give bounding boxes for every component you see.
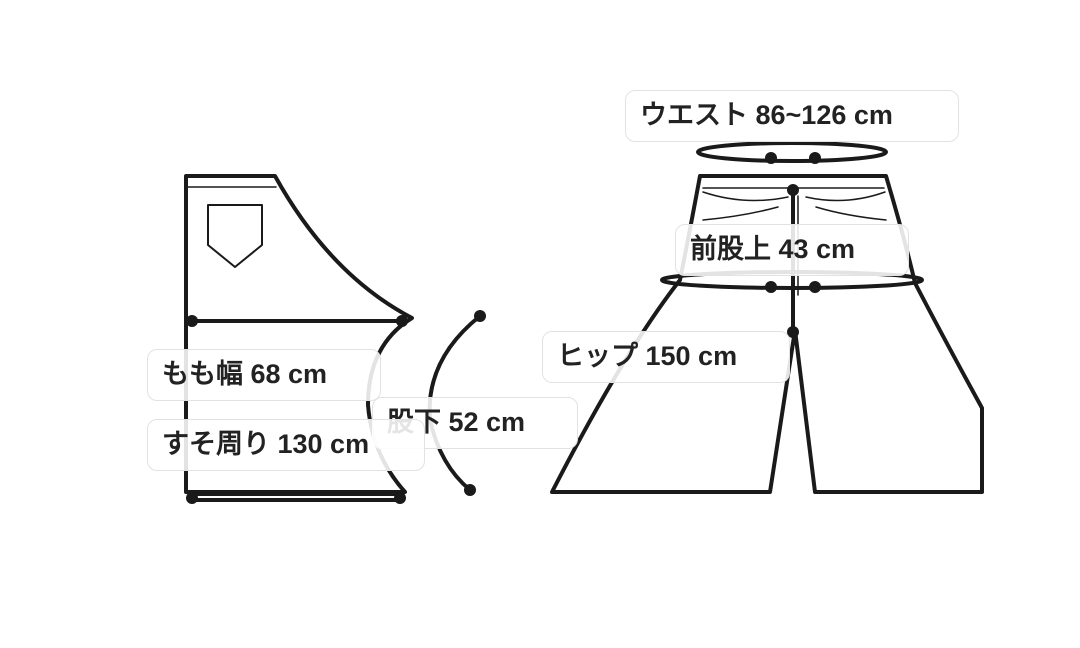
front-pocket-left bbox=[702, 191, 789, 202]
thigh-label: もも幅 68 cm bbox=[147, 349, 381, 401]
front-pocket-right-inner bbox=[815, 206, 887, 221]
inseam-point-top bbox=[474, 310, 486, 322]
back-pocket bbox=[207, 204, 263, 268]
inseam-point-bottom bbox=[464, 484, 476, 496]
front-rise-point-top bbox=[787, 184, 799, 196]
waist-measure-ring bbox=[696, 141, 888, 163]
hem-point-right bbox=[394, 492, 406, 504]
hem-point-left bbox=[186, 492, 198, 504]
waist-point-left bbox=[765, 152, 777, 164]
front-rise-label: 前股上 43 cm bbox=[675, 224, 909, 276]
thigh-point-right bbox=[396, 315, 408, 327]
hip-point-left bbox=[765, 281, 777, 293]
front-rise-point-bottom bbox=[787, 326, 799, 338]
hem-label: すそ周り 130 cm bbox=[147, 419, 425, 471]
thigh-point-left bbox=[186, 315, 198, 327]
waist-label: ウエスト 86~126 cm bbox=[625, 90, 959, 142]
front-pocket-right bbox=[805, 191, 886, 202]
front-pocket-left-inner bbox=[702, 206, 779, 221]
hip-point-right bbox=[809, 281, 821, 293]
hip-label: ヒップ 150 cm bbox=[542, 331, 790, 383]
waist-point-right bbox=[809, 152, 821, 164]
